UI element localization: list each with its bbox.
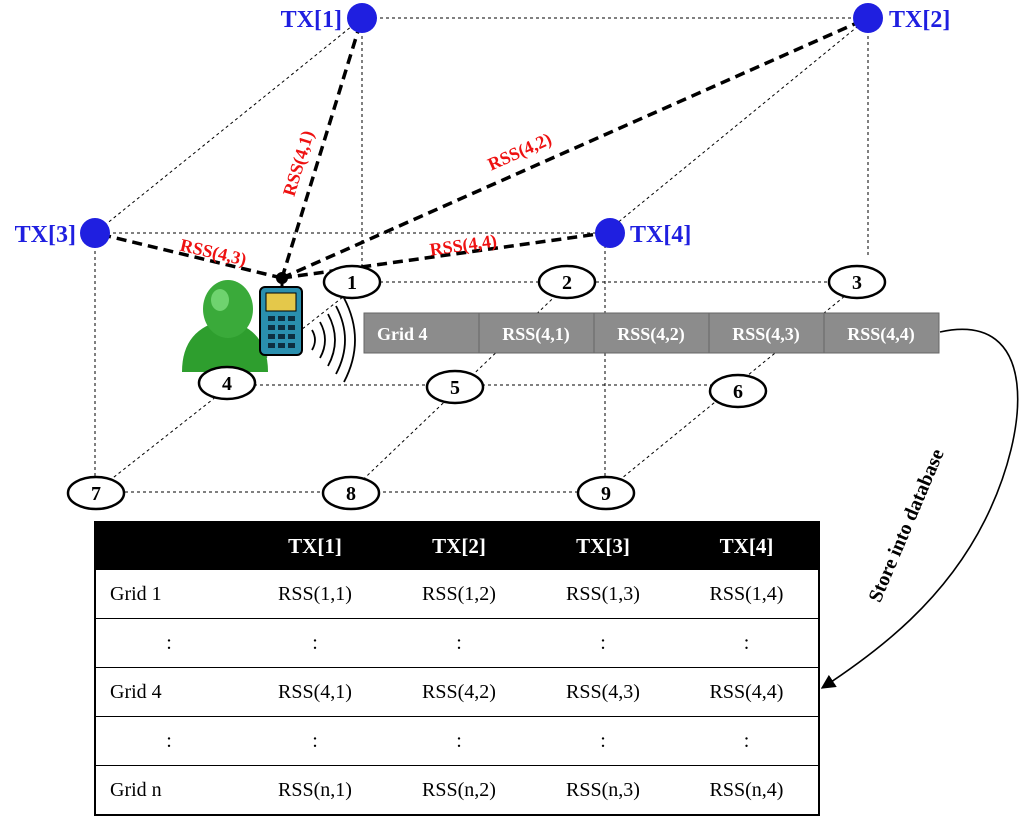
person-icon xyxy=(182,280,268,372)
table-row: Grid 1 RSS(1,1) RSS(1,2) RSS(1,3) RSS(1,… xyxy=(95,569,819,619)
grid-point-label: 8 xyxy=(346,483,356,505)
row-label: Grid n xyxy=(95,765,243,815)
table-cell: RSS(4,2) xyxy=(387,667,531,717)
table-cell: : xyxy=(387,618,531,668)
header-blank xyxy=(95,522,243,570)
table-row: Grid 4 RSS(4,1) RSS(4,2) RSS(4,3) RSS(4,… xyxy=(95,667,819,717)
table-cell: : xyxy=(243,716,387,766)
table-cell: RSS(4,4) xyxy=(675,667,819,717)
grid-point-label: 6 xyxy=(733,381,743,403)
transmitter-tx3: TX[3] xyxy=(15,218,110,248)
bar-cell-rss-4-2: RSS(4,2) xyxy=(617,324,685,345)
tx4-node xyxy=(595,218,625,248)
grid-points: 1 2 3 4 5 6 7 8 xyxy=(66,264,887,511)
table-cell: RSS(1,4) xyxy=(675,569,819,619)
tx1-node xyxy=(347,3,377,33)
transmitter-tx1: TX[1] xyxy=(281,3,377,33)
grid-point-label: 2 xyxy=(562,272,572,294)
table-row: : : : : : xyxy=(95,716,819,766)
table-cell: RSS(1,3) xyxy=(531,569,675,619)
header-tx1: TX[1] xyxy=(243,522,387,570)
bar-cell-rss-4-3: RSS(4,3) xyxy=(732,324,800,345)
bar-cell-rss-4-4: RSS(4,4) xyxy=(847,324,915,345)
transmitter-tx4: TX[4] xyxy=(595,218,691,248)
grid-point-6: 6 xyxy=(708,373,768,409)
tx3-node xyxy=(80,218,110,248)
rss-fingerprint-diagram: RSS(4,1) RSS(4,2) RSS(4,3) RSS(4,4) TX[1… xyxy=(15,3,1019,689)
bar-cell-rss-4-1: RSS(4,1) xyxy=(502,324,570,345)
rss-label-4-1: RSS(4,1) xyxy=(279,128,319,199)
row-label: : xyxy=(95,716,243,766)
table-cell: : xyxy=(675,618,819,668)
header-tx2: TX[2] xyxy=(387,522,531,570)
store-into-database-label: Store into database xyxy=(864,446,948,606)
table-cell: RSS(n,2) xyxy=(387,765,531,815)
table-cell: RSS(n,1) xyxy=(243,765,387,815)
table-cell: RSS(1,1) xyxy=(243,569,387,619)
grid-point-1: 1 xyxy=(322,264,382,300)
tx4-label: TX[4] xyxy=(630,222,691,248)
grid-point-label: 1 xyxy=(347,272,357,294)
tx2-label: TX[2] xyxy=(889,7,950,33)
grid-point-label: 9 xyxy=(601,483,611,505)
mobile-phone-icon xyxy=(259,272,303,356)
transmitter-tx2: TX[2] xyxy=(853,3,950,33)
table-cell: : xyxy=(531,618,675,668)
table-cell: : xyxy=(243,618,387,668)
table-cell: : xyxy=(675,716,819,766)
table-cell: RSS(4,3) xyxy=(531,667,675,717)
rss-label-4-4: RSS(4,4) xyxy=(428,230,498,260)
grid-point-3: 3 xyxy=(827,264,887,300)
grid-point-4: 4 xyxy=(197,365,257,401)
grid-point-7: 7 xyxy=(66,475,126,511)
table-cell: RSS(n,3) xyxy=(531,765,675,815)
table-cell: RSS(n,4) xyxy=(675,765,819,815)
grid-point-8: 8 xyxy=(321,475,381,511)
header-tx3: TX[3] xyxy=(531,522,675,570)
row-label: : xyxy=(95,618,243,668)
table-cell: : xyxy=(531,716,675,766)
grid-point-label: 4 xyxy=(222,373,232,395)
grid-point-9: 9 xyxy=(576,475,636,511)
table-cell: : xyxy=(387,716,531,766)
grid-point-label: 7 xyxy=(91,483,101,505)
grid-point-label: 3 xyxy=(852,272,862,294)
table-row: : : : : : xyxy=(95,618,819,668)
tx3-label: TX[3] xyxy=(15,222,76,248)
rss-label-4-2: RSS(4,2) xyxy=(485,129,555,176)
table-cell: RSS(4,1) xyxy=(243,667,387,717)
table-header-row: TX[1] TX[2] TX[3] TX[4] xyxy=(95,522,819,570)
tx1-label: TX[1] xyxy=(281,7,342,33)
grid-point-label: 5 xyxy=(450,377,460,399)
signal-waves-icon xyxy=(311,297,356,383)
row-label: Grid 1 xyxy=(95,569,243,619)
row-label: Grid 4 xyxy=(95,667,243,717)
header-tx4: TX[4] xyxy=(675,522,819,570)
store-arrow xyxy=(820,328,1019,689)
table-cell: RSS(1,2) xyxy=(387,569,531,619)
bar-cell-grid: Grid 4 xyxy=(377,324,428,344)
table-row: Grid n RSS(n,1) RSS(n,2) RSS(n,3) RSS(n,… xyxy=(95,765,819,815)
rss-database-table: TX[1] TX[2] TX[3] TX[4] Grid 1 RSS(1,1) … xyxy=(94,521,820,816)
measurement-bar: Grid 4 RSS(4,1) RSS(4,2) RSS(4,3) RSS(4,… xyxy=(363,312,940,354)
tx2-node xyxy=(853,3,883,33)
grid-point-2: 2 xyxy=(537,264,597,300)
grid-point-5: 5 xyxy=(425,369,485,405)
rss-label-4-3: RSS(4,3) xyxy=(178,235,249,271)
